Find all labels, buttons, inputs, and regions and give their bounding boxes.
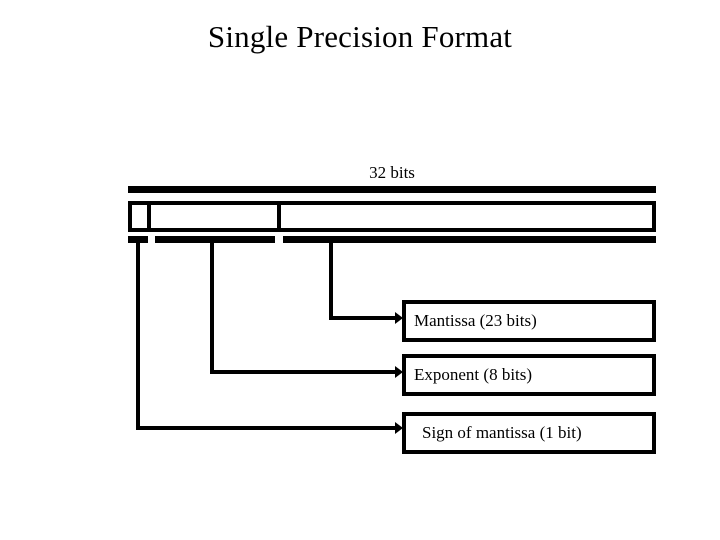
mantissa-leader-stem [329,243,333,320]
mantissa-arrow-icon [395,312,403,324]
sign-leader-run [136,426,397,430]
exponent-arrow-icon [395,366,403,378]
word-top-rule [128,186,656,193]
exponent-mantissa-divider [277,205,281,228]
bit-field-word [128,201,656,232]
mantissa-field-underline [283,236,656,243]
mantissa-leader-run [329,316,397,320]
exponent-field-underline [155,236,275,243]
page-title: Single Precision Format [207,19,513,54]
callout-sign: Sign of mantissa (1 bit) [402,412,656,454]
callout-exponent-label: Exponent (8 bits) [414,365,533,384]
callout-sign-label: Sign of mantissa (1 bit) [422,423,582,442]
exponent-leader-stem [210,243,214,374]
exponent-leader-run [210,370,397,374]
sign-leader-stem [136,243,140,430]
callout-mantissa: Mantissa (23 bits) [402,300,656,342]
sign-arrow-icon [395,422,403,434]
callout-mantissa-label: Mantissa (23 bits) [414,311,537,330]
sign-exponent-divider [147,205,151,228]
sign-field-underline [128,236,148,243]
word-width-caption: 32 bits [369,163,415,182]
callout-exponent: Exponent (8 bits) [402,354,656,396]
